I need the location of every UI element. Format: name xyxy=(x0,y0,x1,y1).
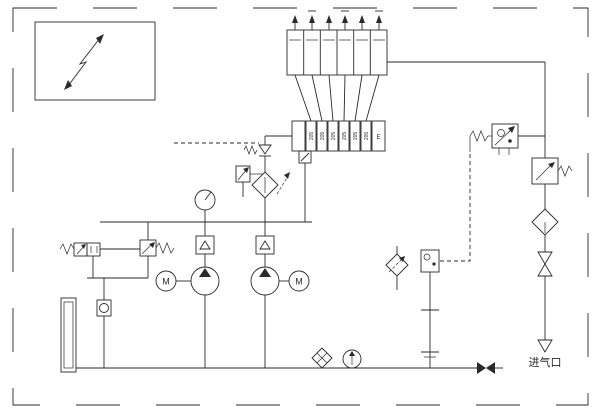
drain-valve xyxy=(477,362,503,374)
manifold-cell-label: 205 xyxy=(364,132,370,141)
filter-bypass-arrow-icon xyxy=(284,172,290,179)
pump2-check-valve xyxy=(255,235,275,255)
main-filter xyxy=(235,165,291,199)
indicator-circle xyxy=(342,349,362,369)
manifold-right-block xyxy=(371,120,386,152)
manifold-end-label: E xyxy=(376,135,380,141)
pump-unit-2: M xyxy=(250,198,310,368)
lightning-arrowhead-top-icon xyxy=(96,34,104,44)
bank-vent-arrows xyxy=(292,10,383,30)
quick-coupler xyxy=(311,347,333,369)
air-supply-branch: 进气口 xyxy=(387,61,573,369)
legend-rect xyxy=(34,21,156,101)
manifold-left-block xyxy=(291,120,306,152)
air-inlet-icon xyxy=(537,339,553,353)
motor2-label: M xyxy=(295,277,303,287)
pressure-regulator xyxy=(531,157,573,209)
solenoid-spring xyxy=(59,243,75,255)
drain-valve-icon xyxy=(477,362,486,374)
water-separator xyxy=(531,208,559,236)
sensing-column xyxy=(385,152,471,368)
air-inlet: 进气口 xyxy=(529,339,562,369)
manifold-cell-label: 205 xyxy=(353,132,359,141)
flow-indicator xyxy=(342,349,362,369)
manifold-cell-label: 205 xyxy=(331,132,337,141)
border-dashed-frame xyxy=(12,7,589,406)
manifold-cell-label: 205 xyxy=(320,132,326,141)
coupler-diamond xyxy=(311,347,333,369)
bank-manifold-lines xyxy=(294,74,380,122)
regulator-spring xyxy=(557,165,573,177)
valve-manifold: 205 205 205 205 205 205 E xyxy=(264,120,386,222)
reservoir-tank xyxy=(60,297,77,373)
aux-filter-diamond xyxy=(385,253,409,277)
shutoff-valve xyxy=(537,235,553,340)
cylinder-bank xyxy=(286,10,388,76)
drawing-border xyxy=(12,7,589,406)
motor1-label: M xyxy=(162,277,170,287)
air-inlet-label: 进气口 xyxy=(529,355,562,369)
lightning-icon xyxy=(67,37,101,87)
pressure-switch-spring xyxy=(469,130,489,142)
manifold-cell-label: 205 xyxy=(309,132,315,141)
manifold-cell-label: 205 xyxy=(342,132,348,141)
lightning-arrowhead-bottom-icon xyxy=(64,80,72,90)
check-valve-spring xyxy=(243,145,258,155)
relief-spring xyxy=(155,242,175,254)
solenoid-valve-cell-b xyxy=(86,242,101,257)
legend-box xyxy=(34,21,156,101)
check-valve xyxy=(243,144,272,172)
reservoir-column xyxy=(60,297,77,373)
sensing-dashed-line xyxy=(440,152,471,262)
pressure-switch xyxy=(469,123,545,155)
pressure-gauge xyxy=(194,189,216,222)
relief-unloading-group xyxy=(59,222,175,368)
pump-unit-1: M xyxy=(155,222,220,368)
pump1-check-valve xyxy=(195,235,215,255)
gauge-needle-icon xyxy=(204,191,212,201)
pressure-sensor-box xyxy=(420,249,440,273)
